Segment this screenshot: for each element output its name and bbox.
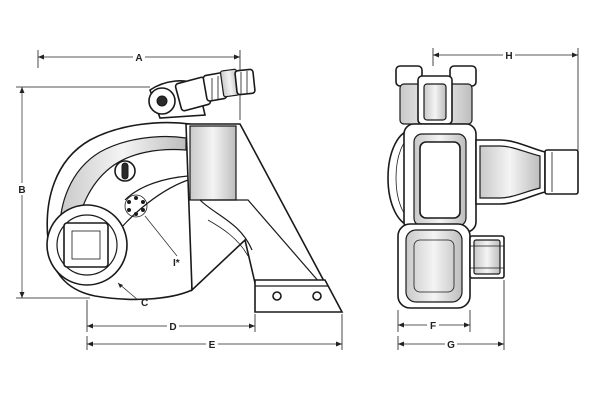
dimension-label-b: B xyxy=(18,185,25,196)
dimension-label-c: C xyxy=(141,298,148,309)
front-swivel-fitting xyxy=(395,65,477,125)
dimension-d: D xyxy=(86,300,256,333)
swivel-fitting xyxy=(148,68,256,119)
dimension-label-d: D xyxy=(169,322,176,333)
dimension-label-e: E xyxy=(209,340,216,351)
dimension-e: E xyxy=(86,314,343,351)
dimension-c: C xyxy=(117,282,148,309)
dimension-f: F xyxy=(397,310,471,332)
dimension-label-a: A xyxy=(135,53,142,64)
dimension-h: H xyxy=(432,48,579,150)
dimension-b: B xyxy=(16,86,150,299)
side-view: A B xyxy=(16,50,344,351)
dimension-g: G xyxy=(397,280,505,351)
dimension-label-h: H xyxy=(505,51,512,62)
dimension-label-g: G xyxy=(447,340,455,351)
tool-body xyxy=(46,121,344,313)
dimension-i: I* xyxy=(144,215,180,269)
dimension-a: A xyxy=(37,50,241,120)
front-view: H xyxy=(387,48,579,351)
front-housing xyxy=(387,123,579,309)
dimension-label-i: I* xyxy=(173,258,180,269)
dimension-label-f: F xyxy=(430,321,436,332)
